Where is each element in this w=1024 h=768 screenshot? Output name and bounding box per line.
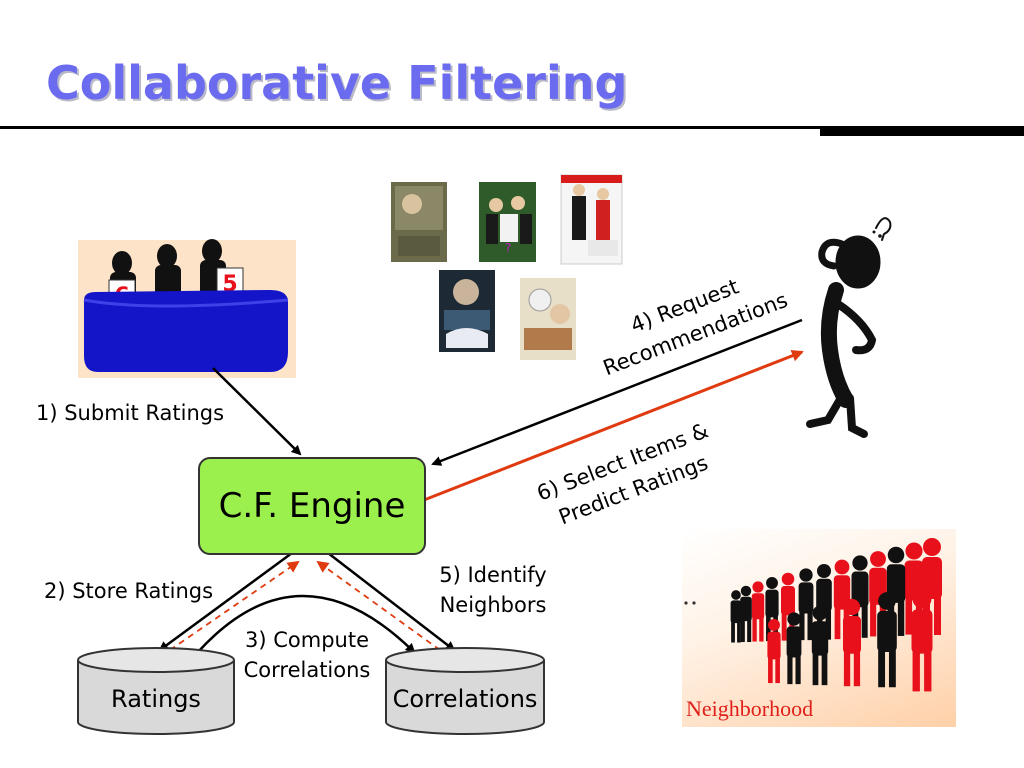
title-rule-accent [820, 126, 1024, 136]
correlations-database [385, 647, 545, 735]
movie-poster-1 [391, 182, 447, 262]
arrow-correlations-return [316, 560, 441, 651]
crowd-figure [798, 568, 814, 641]
crowd-figure [911, 589, 933, 692]
arrow-identify-neighbors [327, 552, 456, 652]
crowd-figure [877, 592, 897, 688]
movie-poster-5 [520, 278, 576, 360]
movie-poster-4 [439, 270, 495, 352]
arrow-submit-ratings [212, 367, 302, 456]
step-submit-ratings: 1) Submit Ratings [36, 401, 225, 425]
step-compute-line1: 3) Compute [245, 628, 369, 652]
svg-text:?: ? [505, 241, 511, 255]
cf-engine-label: C.F. Engine [218, 486, 406, 526]
step-compute-line2: Correlations [243, 658, 371, 682]
crowd-figure [740, 585, 752, 643]
step-identify-line1: 5) Identify [439, 563, 547, 587]
crowd-figure [730, 590, 742, 643]
step-compute-correlations: 3) Compute Correlations [232, 625, 382, 685]
thinking-person-figure [806, 217, 892, 438]
step-identify-line2: Neighbors [439, 593, 547, 617]
step-store-ratings: 2) Store Ratings [44, 579, 214, 603]
neighborhood-caption: Neighborhood [686, 696, 814, 721]
crowd-figure [786, 612, 802, 685]
step-identify-neighbors: 5) Identify Neighbors [420, 560, 566, 620]
movie-poster-2: ? [479, 182, 536, 262]
crowd-figure [811, 605, 829, 686]
arrow-compute-correlations [197, 594, 416, 654]
crowd-figure [765, 577, 779, 642]
ratings-database [77, 647, 235, 735]
arrow-request-recommendations [431, 318, 803, 466]
cf-engine-box: C.F. Engine [198, 457, 426, 555]
arrow-ratings-return [169, 560, 300, 651]
crowd-figure [751, 581, 765, 642]
movie-poster-3 [560, 174, 623, 265]
judges-illustration: 6 5 [78, 239, 296, 378]
slide-title: Collaborative Filtering [46, 56, 628, 110]
movie-posters: ? [391, 174, 623, 360]
crowd-figure [843, 598, 861, 687]
crowd-figures [684, 538, 942, 692]
title-rule [0, 126, 1024, 129]
arrow-store-ratings [158, 551, 293, 652]
ratings-label: Ratings [111, 685, 201, 713]
crowd-figure [767, 619, 781, 684]
neighborhood-illustration [682, 529, 956, 727]
correlations-label: Correlations [392, 685, 538, 713]
arrow-predict-ratings [423, 350, 804, 502]
